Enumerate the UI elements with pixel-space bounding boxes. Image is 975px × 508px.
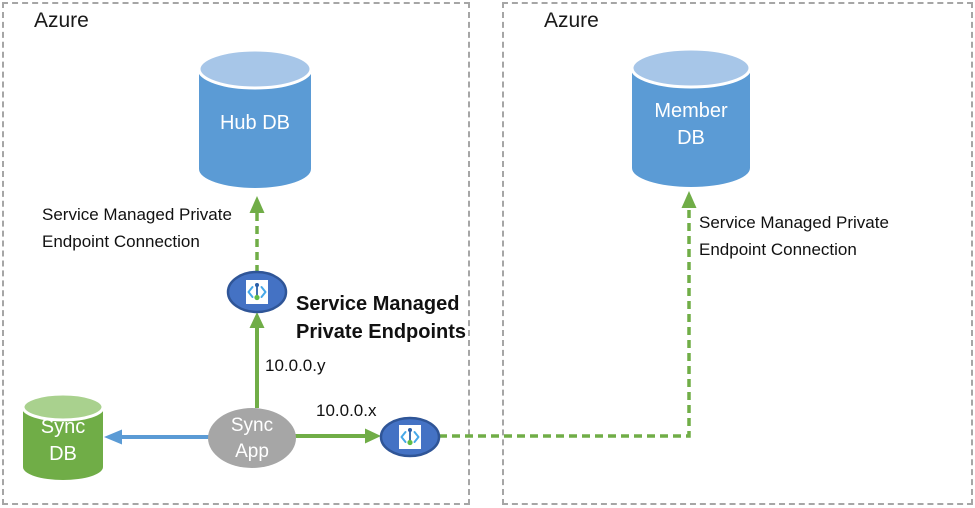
azure-region-right [502, 2, 973, 505]
connector-endpoint-to-member-db [439, 191, 697, 438]
private-endpoint-right [379, 416, 441, 458]
sync-app-label: Sync App [230, 415, 274, 462]
right-connection-note: Service Managed Private Endpoint Connect… [699, 213, 889, 259]
sync-db-label: Sync DB [40, 416, 86, 465]
arrowhead-up [681, 191, 697, 208]
hub-db-cylinder [197, 48, 313, 188]
azure-region-left [2, 2, 470, 505]
ip-label-x: 10.0.0.x [316, 401, 377, 420]
hub-db-label: Hub DB [219, 112, 291, 134]
connector-endpoint-to-hub-db [249, 196, 265, 271]
member-db-cylinder [630, 47, 752, 187]
arrowhead-up [249, 312, 265, 328]
ip-label-y: 10.0.0.y [265, 356, 326, 375]
private-endpoint-upper [226, 270, 288, 314]
arrowhead-up [249, 196, 265, 213]
arrow-syncapp-to-right-endpoint [294, 428, 381, 444]
left-connection-note: Service Managed Private Endpoint Connect… [42, 205, 232, 251]
cylinder-top [21, 392, 105, 422]
arrowhead-left [104, 429, 122, 445]
region-title-left: Azure [34, 9, 89, 32]
arrowhead-right [365, 428, 381, 444]
cylinder-top [630, 47, 752, 89]
arrow-syncapp-to-sync-db [104, 429, 210, 445]
cylinder-top [197, 48, 313, 90]
member-db-label: Member DB [654, 100, 728, 149]
private-endpoint-icon [246, 280, 268, 304]
private-endpoints-title: Service Managed Private Endpoints [296, 293, 467, 343]
arrow-syncapp-to-upper-endpoint [249, 312, 265, 408]
private-endpoint-icon [399, 425, 421, 449]
region-title-right: Azure [544, 9, 599, 32]
sync-db-cylinder [21, 392, 105, 480]
sync-app-node [208, 408, 296, 468]
